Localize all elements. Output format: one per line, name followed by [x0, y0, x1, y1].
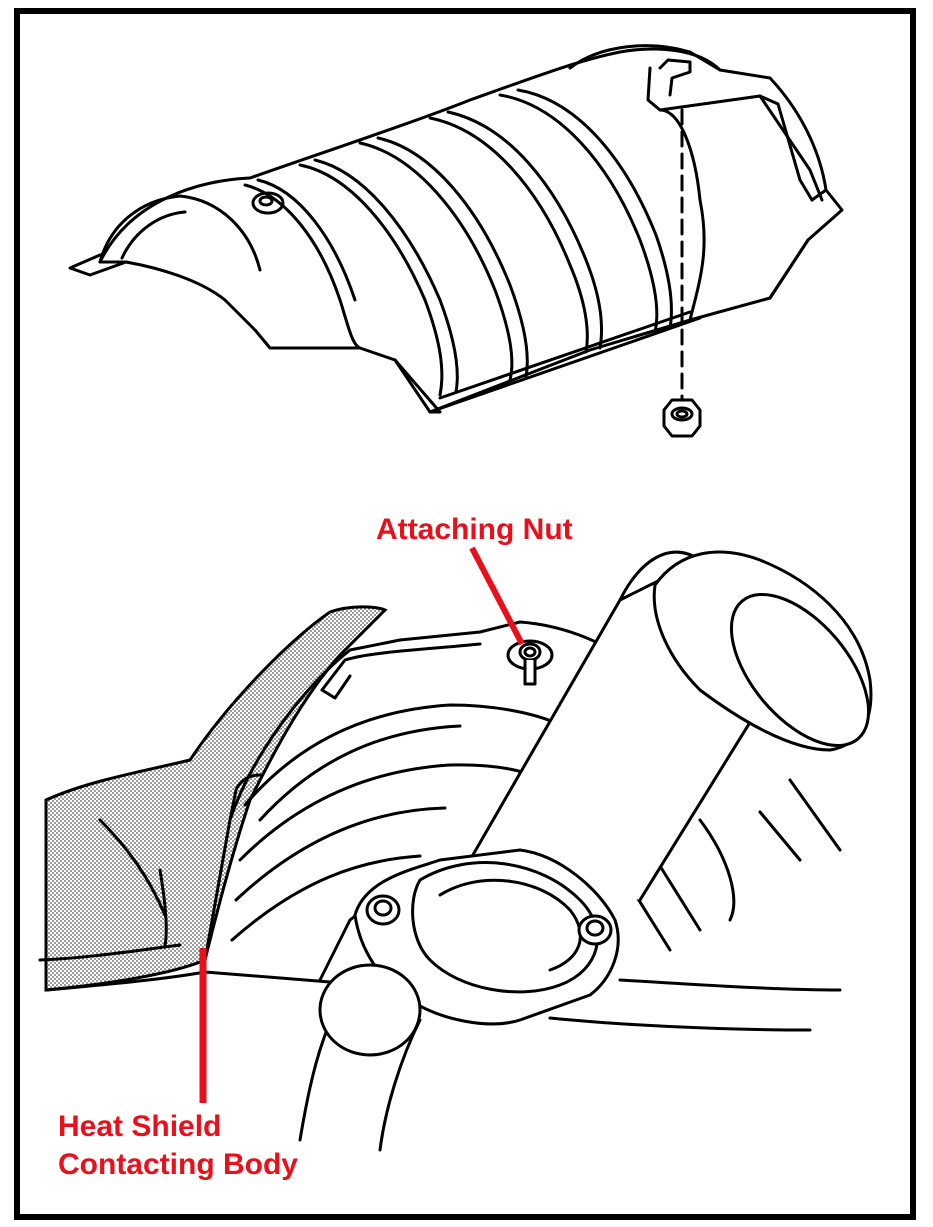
attaching-nut-label: Attaching Nut	[376, 511, 573, 549]
installed-view	[38, 550, 873, 1152]
heat-shield-text-line2: Contacting Body	[58, 1148, 298, 1181]
attaching-nut-text: Attaching Nut	[376, 513, 573, 546]
heat-shield-exploded-view	[68, 44, 844, 438]
attaching-nut-leader	[469, 546, 525, 646]
heat-shield-contact-label: Heat Shield Contacting Body	[58, 1108, 298, 1184]
heat-shield-text-line1: Heat Shield	[58, 1110, 222, 1143]
